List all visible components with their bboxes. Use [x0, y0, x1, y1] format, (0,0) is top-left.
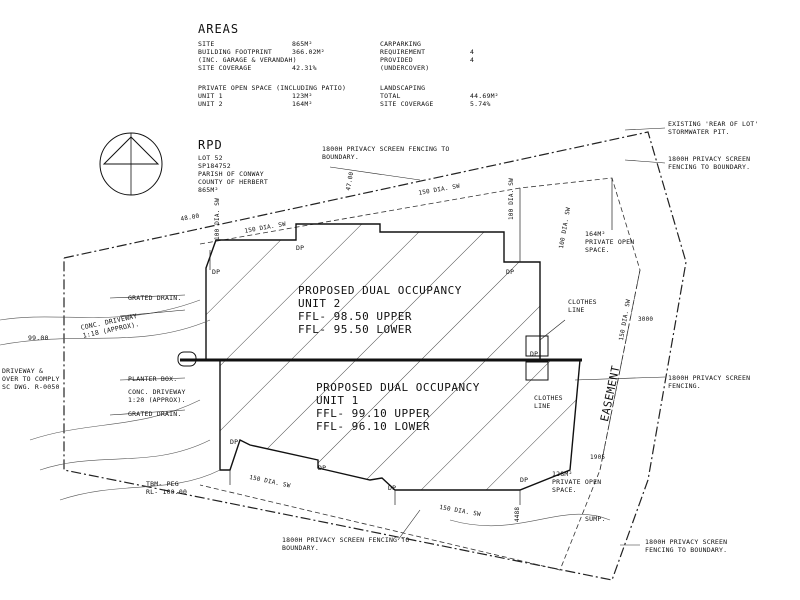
note-driveway-left-2: OVER TO COMPLY [2, 375, 60, 383]
carparking-value-prov: 4 [470, 56, 475, 64]
pos-value-unit2: 164m² [292, 100, 313, 108]
site-boundary [63, 131, 687, 581]
note-grated-drain-2: GRATED DRAIN. [128, 410, 182, 418]
pos-label-unit2: UNIT 2 [198, 100, 223, 108]
carparking-label-under: (UNDERCOVER) [380, 64, 430, 72]
landscaping-label-total: TOTAL [380, 92, 401, 100]
unit2-ffl-lower: FFL- 95.50 LOWER [298, 323, 412, 336]
note-privacy-bottom-right-1: 1800h PRIVACY SCREEN [645, 538, 728, 546]
landscaping-title: LANDSCAPING [380, 84, 426, 92]
landscaping-label-coverage: SITE COVERAGE [380, 100, 434, 108]
note-stormwater-2: STORMWATER PIT. [668, 128, 730, 136]
areas-title: AREAS [198, 22, 240, 36]
pos-value-unit1: 123m² [292, 92, 313, 100]
dim-top-small: 100 DIA. SW [508, 178, 515, 220]
unit1-title: PROPOSED DUAL OCCUPANCY [316, 381, 480, 394]
area-value-coverage: 42.31% [292, 64, 317, 72]
north-arrow-icon [99, 132, 163, 196]
area-label-footprint: BUILDING FOOTPRINT [198, 48, 273, 56]
rpd-plan: SP184752 [198, 162, 231, 170]
dp-marker: DP [506, 268, 515, 276]
dp-marker: DP [230, 438, 239, 446]
area-label-coverage: SITE COVERAGE [198, 64, 252, 72]
area-value-footprint: 366.02m² [292, 48, 325, 56]
rpd-parish: PARISH OF CONWAY [198, 170, 264, 178]
carparking-label-req: REQUIREMENT [380, 48, 426, 56]
contour-lines [0, 299, 611, 527]
note-driveway-left-1: DRIVEWAY & [2, 367, 44, 375]
unit-1-footprint [219, 359, 581, 491]
note-privacy-top-1: 1800h PRIVACY SCREEN FENCING TO [322, 145, 450, 153]
leader-lines [109, 127, 666, 546]
area-label-site: SITE [198, 40, 215, 48]
pos-label-unit1: UNIT 1 [198, 92, 223, 100]
note-sump: SUMP. [585, 515, 606, 523]
dp-marker: DP [318, 464, 327, 472]
landscaping-value-coverage: 5.74% [470, 100, 491, 108]
rpd-lot: LOT 52 [198, 154, 223, 162]
note-stormwater-1: EXISTING 'REAR OF LOT' [668, 120, 759, 128]
note-pos-unit1-2: SPACE. [552, 486, 577, 494]
note-privacy-bottom-2: BOUNDARY. [282, 544, 320, 552]
note-clothes-line-2a: CLOTHES [534, 394, 563, 402]
stormwater-pipes [209, 178, 613, 505]
note-grated-drain-1: GRATED DRAIN. [128, 294, 182, 302]
dim-4488: 4488 [514, 506, 521, 522]
dim-left-small: 100 DIA. SW [214, 198, 221, 240]
rpd-county: COUNTY OF HERBERT [198, 178, 268, 186]
note-planter-box: PLANTER BOX. [128, 375, 178, 383]
note-conc-driveway-2a: CONC. DRIVEWAY [128, 388, 186, 396]
unit1-ffl-lower: FFL- 96.10 LOWER [316, 420, 430, 433]
carparking-label-prov: PROVIDED [380, 56, 413, 64]
dp-marker: DP [520, 476, 529, 484]
note-left-level: 99.00 [28, 334, 49, 342]
note-privacy-right-mid-2: FENCING. [668, 382, 701, 390]
note-privacy-right-mid-1: 1800h PRIVACY SCREEN [668, 374, 751, 382]
dp-marker: DP [296, 244, 305, 252]
dp-marker: DP [530, 350, 539, 358]
landscaping-value-total: 44.69m² [470, 92, 499, 100]
note-driveway-left-3: SC DWG. R-0050 [2, 383, 60, 391]
note-clothes-line-1b: LINE [568, 306, 585, 314]
note-clothes-line-2b: LINE [534, 402, 551, 410]
note-privacy-top-2: BOUNDARY. [322, 153, 360, 161]
rpd-area: 865m² [198, 186, 219, 194]
note-pos-unit1-1: PRIVATE OPEN [552, 478, 602, 486]
note-clothes-line-1a: CLOTHES [568, 298, 597, 306]
note-tbm-1: TBM- PEG [146, 480, 179, 488]
note-conc-driveway-2b: 1:20 (APPROX). [128, 396, 186, 404]
unit2-name: UNIT 2 [298, 297, 341, 310]
dim-setback-3000: 3000 [638, 316, 654, 323]
area-label-garage: (INC. GARAGE & VERANDAH) [198, 56, 297, 64]
note-privacy-right-top-2: FENCING TO BOUNDARY. [668, 163, 751, 171]
pos-title: PRIVATE OPEN SPACE (INCLUDING PATIO) [198, 84, 347, 92]
note-pos-unit2-area: 164m² [585, 230, 606, 238]
dp-marker: DP [388, 484, 397, 492]
area-value-site: 865m² [292, 40, 313, 48]
unit1-ffl-upper: FFL- 99.10 UPPER [316, 407, 430, 420]
note-pos-unit2-1: PRIVATE OPEN [585, 238, 635, 246]
rpd-title: RPD [198, 138, 223, 152]
dim-1905: 1905 [590, 454, 606, 461]
note-pos-unit1-area: 128m² [552, 470, 573, 478]
unit1-name: UNIT 1 [316, 394, 359, 407]
note-privacy-bottom-1: 1800h PRIVACY SCREEN FENCING TO [282, 536, 410, 544]
carparking-value-req: 4 [470, 48, 475, 56]
note-tbm-2: RL- 100.00 [146, 488, 188, 496]
note-privacy-bottom-right-2: FENCING TO BOUNDARY. [645, 546, 728, 554]
note-pos-unit2-2: SPACE. [585, 246, 610, 254]
unit2-title: PROPOSED DUAL OCCUPANCY [298, 284, 462, 297]
carparking-title: CARPARKING [380, 40, 422, 48]
unit2-ffl-upper: FFL- 98.50 UPPER [298, 310, 412, 323]
dp-marker: DP [212, 268, 221, 276]
note-privacy-right-top-1: 1800h PRIVACY SCREEN [668, 155, 751, 163]
